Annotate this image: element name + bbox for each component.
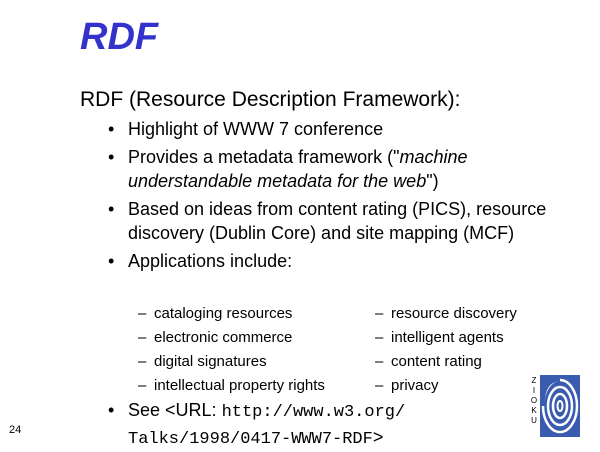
logo-lettering: Z I O K U xyxy=(530,376,538,425)
bullet-item: Based on ideas from content rating (PICS… xyxy=(108,197,548,245)
bullet-item: Applications include: xyxy=(108,249,548,273)
sub-bullet-item: resource discovery xyxy=(375,302,517,326)
sub-bullet-item: content rating xyxy=(375,350,517,374)
sub-bullet-item: digital signatures xyxy=(138,350,375,374)
sub-bullet-item: privacy xyxy=(375,374,517,398)
sub-bullet-item: cataloging resources xyxy=(138,302,375,326)
see-label: See <URL: xyxy=(128,400,222,420)
see-close: > xyxy=(372,427,384,447)
sub-bullet-item: intellectual property rights xyxy=(138,374,375,398)
bullet-item: Provides a metadata framework ("machine … xyxy=(108,145,548,193)
sub-bullet-item: electronic commerce xyxy=(138,326,375,350)
ukoln-spiral-logo-icon xyxy=(540,375,580,437)
applications-column-right: resource discovery intelligent agents co… xyxy=(375,302,517,398)
url-link[interactable]: http://www.w3.org/ Talks/1998/0417-WWW7-… xyxy=(128,403,406,449)
page-number: 24 xyxy=(9,424,22,436)
slide-lead: RDF (Resource Description Framework): xyxy=(80,88,461,111)
bullet-list: Highlight of WWW 7 conference Provides a… xyxy=(108,117,548,277)
bullet-item: Highlight of WWW 7 conference xyxy=(108,117,548,141)
applications-list: cataloging resources electronic commerce… xyxy=(138,302,538,398)
bullet-text: ") xyxy=(426,171,439,191)
sub-bullet-item: intelligent agents xyxy=(375,326,517,350)
slide-title: RDF xyxy=(80,16,159,58)
see-url-bullet: See <URL: http://www.w3.org/ Talks/1998/… xyxy=(108,398,548,452)
bullet-italic-text: machine understandable metadata for the … xyxy=(128,147,468,191)
applications-column-left: cataloging resources electronic commerce… xyxy=(138,302,375,398)
bullet-text: Provides a metadata framework (" xyxy=(128,147,400,167)
